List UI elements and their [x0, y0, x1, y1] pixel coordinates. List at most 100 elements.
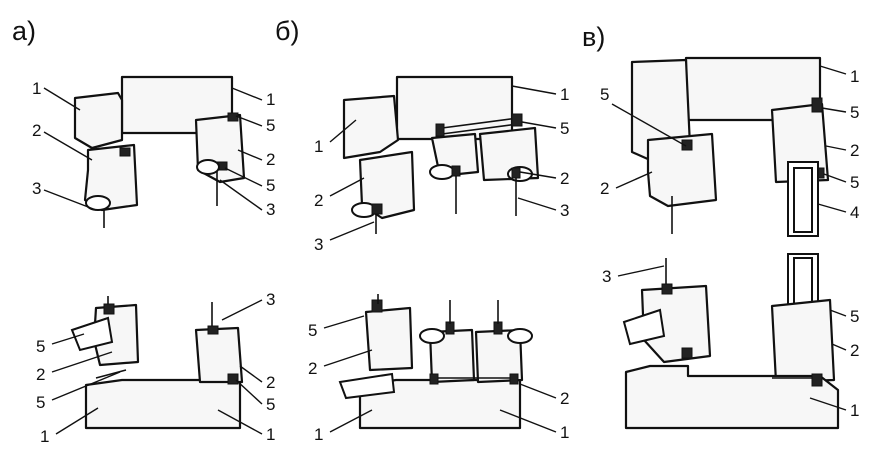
- seal: [811, 97, 823, 113]
- label-5: 5: [36, 337, 45, 356]
- leader-line: [611, 103, 687, 147]
- seal: [371, 299, 383, 313]
- seal: [681, 347, 693, 359]
- leader-line: [43, 189, 97, 211]
- seal: [511, 113, 523, 127]
- panel-v: в) 5 2 1 5 2 5 4: [582, 22, 859, 430]
- label-2: 2: [560, 389, 569, 408]
- label-1: 1: [40, 427, 49, 446]
- frame-bottom-profile: [84, 378, 242, 430]
- label-2: 2: [266, 150, 275, 169]
- panel-b-top-section: 1 2 3 1 5 2 3: [314, 75, 569, 254]
- leader-line: [329, 221, 375, 241]
- label-3: 3: [266, 200, 275, 219]
- leader-line: [823, 173, 847, 183]
- label-1: 1: [266, 90, 275, 109]
- sash-left-profile: [358, 150, 416, 220]
- seal: [681, 139, 693, 151]
- sash-middle-profile: [428, 328, 476, 384]
- leader-line: [51, 371, 121, 401]
- seal: [435, 123, 445, 137]
- label-5: 5: [850, 173, 859, 192]
- leader-line: [511, 85, 557, 95]
- panel-v-bottom-section: 3 5 2 1: [602, 253, 859, 430]
- panel-b: б) 1 2 3 1: [275, 16, 569, 444]
- leader-line: [51, 333, 85, 345]
- panel-a-top-section: 1 2 3 1 5 2 5 3: [32, 75, 275, 228]
- label-5: 5: [266, 116, 275, 135]
- label-5: 5: [600, 85, 609, 104]
- glazing-bead: [429, 164, 455, 180]
- panel-a: а) 1 2 3 1 5 2 5: [12, 16, 275, 446]
- leader-line: [825, 145, 847, 151]
- label-1: 1: [32, 79, 41, 98]
- label-5: 5: [36, 393, 45, 412]
- label-1: 1: [266, 425, 275, 444]
- leader-line: [43, 87, 81, 111]
- glazing-bead: [507, 328, 533, 344]
- sash-right-profile: [474, 328, 524, 384]
- leader-line: [617, 265, 665, 277]
- leader-line: [517, 197, 557, 211]
- label-2: 2: [850, 341, 859, 360]
- seal: [451, 165, 461, 177]
- sash-right-profile: [770, 298, 836, 384]
- glazing-bead: [419, 328, 445, 344]
- leader-line: [821, 107, 847, 113]
- flashing-line: [95, 369, 127, 379]
- leader-line: [237, 149, 263, 161]
- leader-line: [235, 115, 263, 127]
- leader-line: [329, 119, 357, 143]
- glazing-bead: [85, 195, 111, 211]
- panel-v-top-section: 5 2 1 5 2 5 4: [600, 56, 859, 237]
- label-2: 2: [850, 141, 859, 160]
- leader-line: [831, 343, 847, 351]
- glass-pane: [441, 123, 519, 135]
- label-1: 1: [560, 85, 569, 104]
- label-1: 1: [314, 425, 323, 444]
- seal: [661, 283, 673, 295]
- label-3: 3: [32, 179, 41, 198]
- frame-profile: [395, 75, 514, 141]
- leader-line: [239, 365, 263, 383]
- leader-line: [809, 397, 847, 411]
- leader-line: [329, 177, 365, 197]
- panel-a-bottom-section: 5 2 5 1 3 2 5 1: [36, 290, 275, 446]
- label-5: 5: [308, 321, 317, 340]
- leader-line: [819, 65, 847, 75]
- seal: [509, 373, 519, 385]
- label-3: 3: [266, 290, 275, 309]
- glazing-bead: [196, 159, 220, 175]
- seal: [103, 303, 115, 315]
- label-2: 2: [32, 121, 41, 140]
- leader-line: [829, 309, 847, 317]
- label-3: 3: [560, 201, 569, 220]
- label-1: 1: [560, 423, 569, 442]
- label-2: 2: [266, 373, 275, 392]
- frame-bottom-profile: [624, 364, 840, 430]
- leader-line: [817, 203, 847, 213]
- panel-v-title: в): [582, 22, 605, 52]
- seal: [511, 167, 521, 179]
- seal: [371, 203, 383, 215]
- leader-line: [221, 299, 263, 321]
- panel-a-title: а): [12, 16, 36, 46]
- glazing-spacer: [793, 167, 813, 233]
- label-1: 1: [850, 401, 859, 420]
- glass-pane: [441, 117, 519, 129]
- label-2: 2: [314, 191, 323, 210]
- drip-profile: [622, 308, 666, 346]
- frame-left-profile: [342, 94, 400, 160]
- leader-line: [521, 121, 557, 129]
- drip-profile: [338, 372, 396, 400]
- label-5: 5: [850, 307, 859, 326]
- seal: [429, 373, 439, 385]
- seal: [119, 147, 131, 157]
- sash-left-profile: [646, 132, 718, 208]
- seal: [207, 325, 219, 335]
- leader-line: [519, 383, 557, 399]
- leader-line: [43, 131, 93, 161]
- label-3: 3: [602, 267, 611, 286]
- seal: [227, 112, 239, 122]
